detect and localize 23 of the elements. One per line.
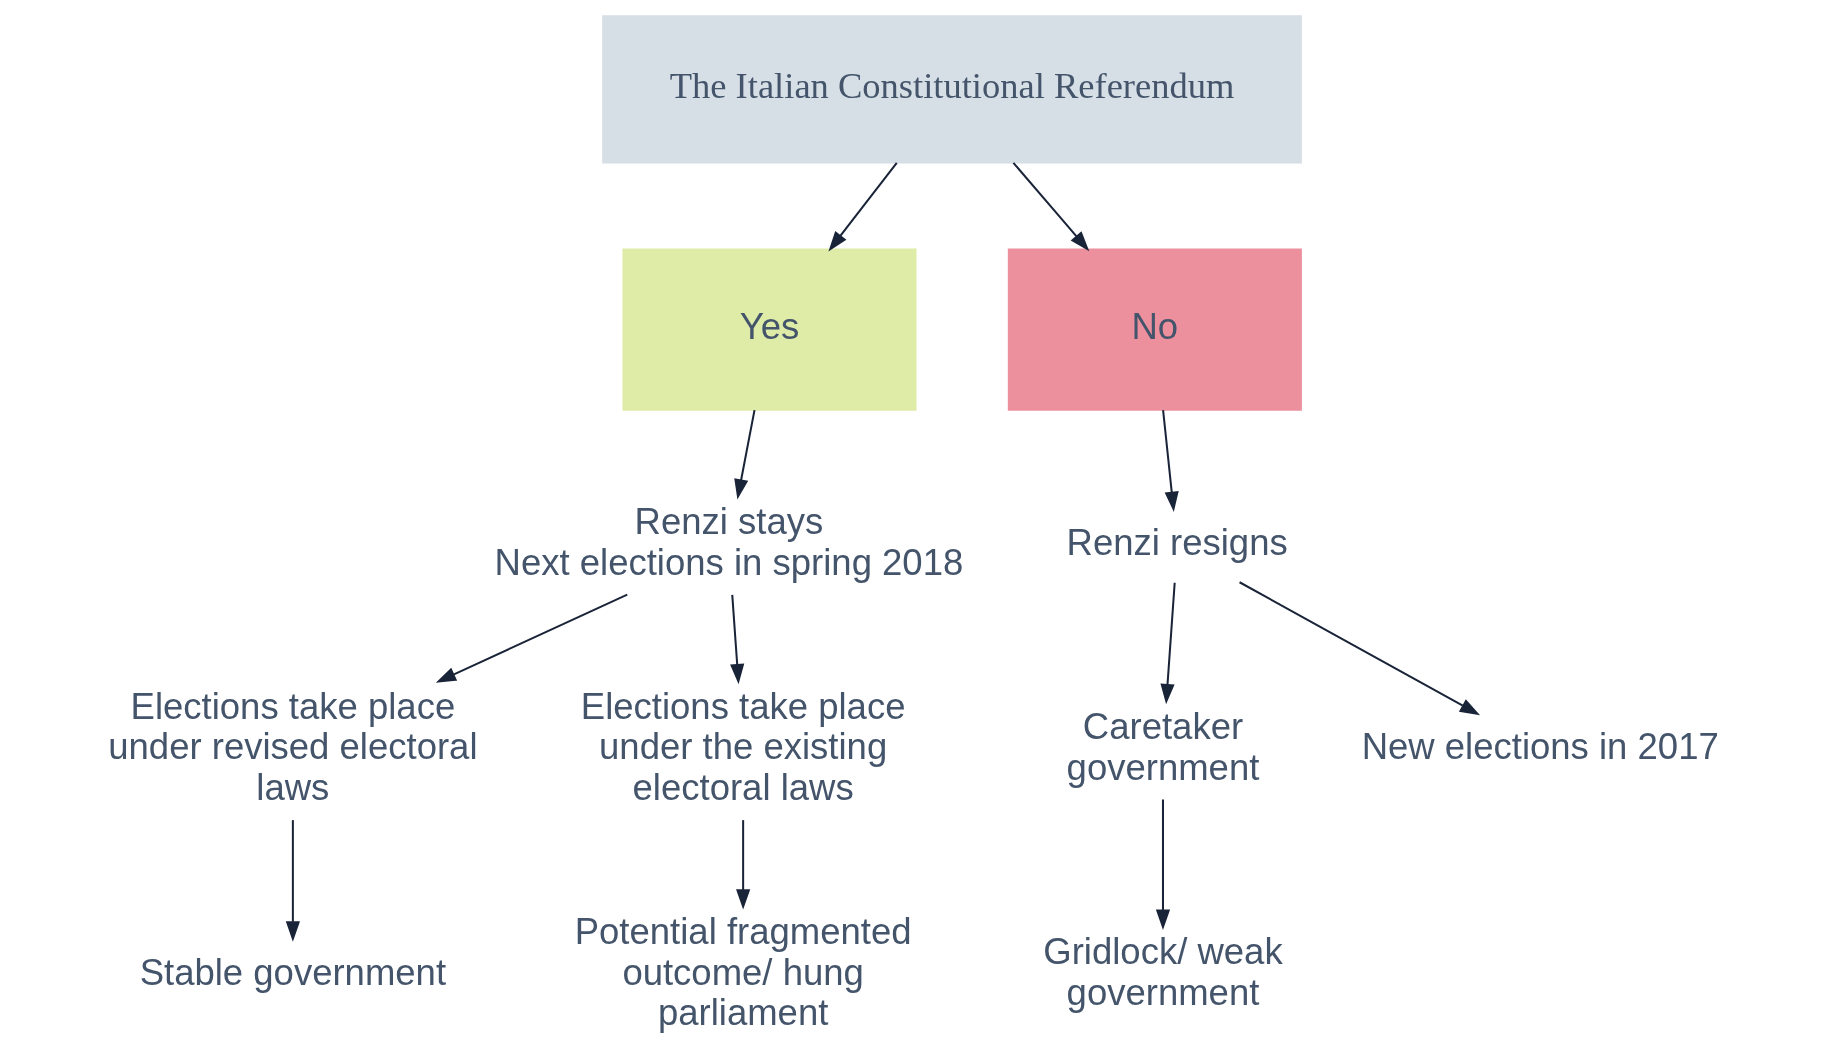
arrow bbox=[1012, 162, 1090, 252]
arrow bbox=[730, 594, 745, 685]
arrow bbox=[1155, 799, 1171, 930]
arrow bbox=[1160, 582, 1176, 705]
arrow bbox=[828, 162, 898, 252]
node-box: No bbox=[1007, 248, 1302, 411]
node-text: New elections in 2017 bbox=[1361, 726, 1719, 768]
node-box: The Italian Constitutional Referendum bbox=[602, 15, 1302, 164]
arrow bbox=[435, 593, 628, 683]
arrow bbox=[736, 820, 751, 910]
node-box: Yes bbox=[622, 248, 917, 411]
arrow bbox=[1239, 581, 1481, 716]
node-text: Caretaker government bbox=[1066, 706, 1260, 788]
node-text: Renzi stays Next elections in spring 2018 bbox=[494, 501, 964, 583]
node-text: Stable government bbox=[139, 951, 447, 993]
node-text: Renzi resigns bbox=[1066, 521, 1288, 563]
node-text: Potential fragmented outcome/ hung parliament bbox=[574, 911, 912, 1034]
node-text: Elections take place under revised electoral laws bbox=[108, 685, 478, 809]
arrow bbox=[734, 409, 756, 500]
node-text: Gridlock/ weak government bbox=[1043, 931, 1283, 1013]
node-text: Elections take place under the existing electoral laws bbox=[580, 685, 906, 809]
arrow bbox=[285, 820, 300, 942]
arrow bbox=[1162, 409, 1179, 512]
